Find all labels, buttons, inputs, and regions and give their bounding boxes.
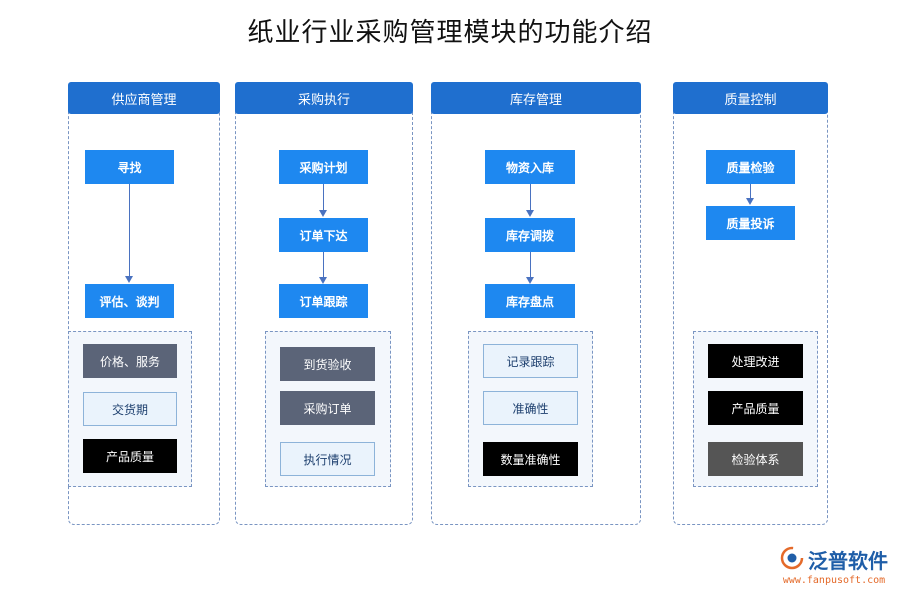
logo-mark-icon (780, 546, 804, 574)
step-quality-inspection: 质量检验 (706, 150, 795, 184)
step-evaluate-negotiate: 评估、谈判 (85, 284, 174, 318)
detail-tag-inspection-system: 检验体系 (708, 442, 803, 476)
connector-line (323, 184, 324, 210)
connector-line (530, 252, 531, 277)
detail-tag-arrival-inspection: 到货验收 (280, 347, 375, 381)
connector-line (530, 184, 531, 210)
column-header-procurement-execution: 采购执行 (235, 82, 413, 114)
column-header-quality-control: 质量控制 (673, 82, 828, 114)
detail-tag-handle-improve: 处理改进 (708, 344, 803, 378)
step-quality-complaint: 质量投诉 (706, 206, 795, 240)
logo-text: 泛普软件 (808, 549, 888, 573)
detail-tag-execution-status: 执行情况 (280, 442, 375, 476)
detail-tag-quantity-accuracy: 数量准确性 (483, 442, 578, 476)
column-header-inventory-management: 库存管理 (431, 82, 641, 114)
arrow-down-icon (526, 277, 534, 284)
step-stock-count: 库存盘点 (485, 284, 575, 318)
arrow-down-icon (319, 210, 327, 217)
logo-url: www.fanpusoft.com (782, 575, 886, 586)
column-header-supplier-management: 供应商管理 (68, 82, 220, 114)
arrow-down-icon (319, 277, 327, 284)
step-order-issue: 订单下达 (279, 218, 368, 252)
arrow-down-icon (526, 210, 534, 217)
step-search: 寻找 (85, 150, 174, 184)
detail-tag-price-service: 价格、服务 (83, 344, 177, 378)
detail-tag-delivery-period: 交货期 (83, 392, 177, 426)
connector-line (129, 184, 130, 276)
step-order-tracking: 订单跟踪 (279, 284, 368, 318)
detail-tag-purchase-order: 采购订单 (280, 391, 375, 425)
connector-line (323, 252, 324, 277)
detail-tag-product-quality: 产品质量 (708, 391, 803, 425)
detail-tag-product-quality: 产品质量 (83, 439, 177, 473)
fanpusoft-logo: 泛普软件 www.fanpusoft.com (780, 545, 888, 586)
detail-tag-accuracy: 准确性 (483, 391, 578, 425)
step-procurement-plan: 采购计划 (279, 150, 368, 184)
arrow-down-icon (125, 276, 133, 283)
step-goods-receipt: 物资入库 (485, 150, 575, 184)
detail-tag-record-tracking: 记录跟踪 (483, 344, 578, 378)
connector-line (750, 184, 751, 198)
page-title: 纸业行业采购管理模块的功能介绍 (247, 18, 653, 48)
step-stock-transfer: 库存调拨 (485, 218, 575, 252)
arrow-down-icon (746, 198, 754, 205)
